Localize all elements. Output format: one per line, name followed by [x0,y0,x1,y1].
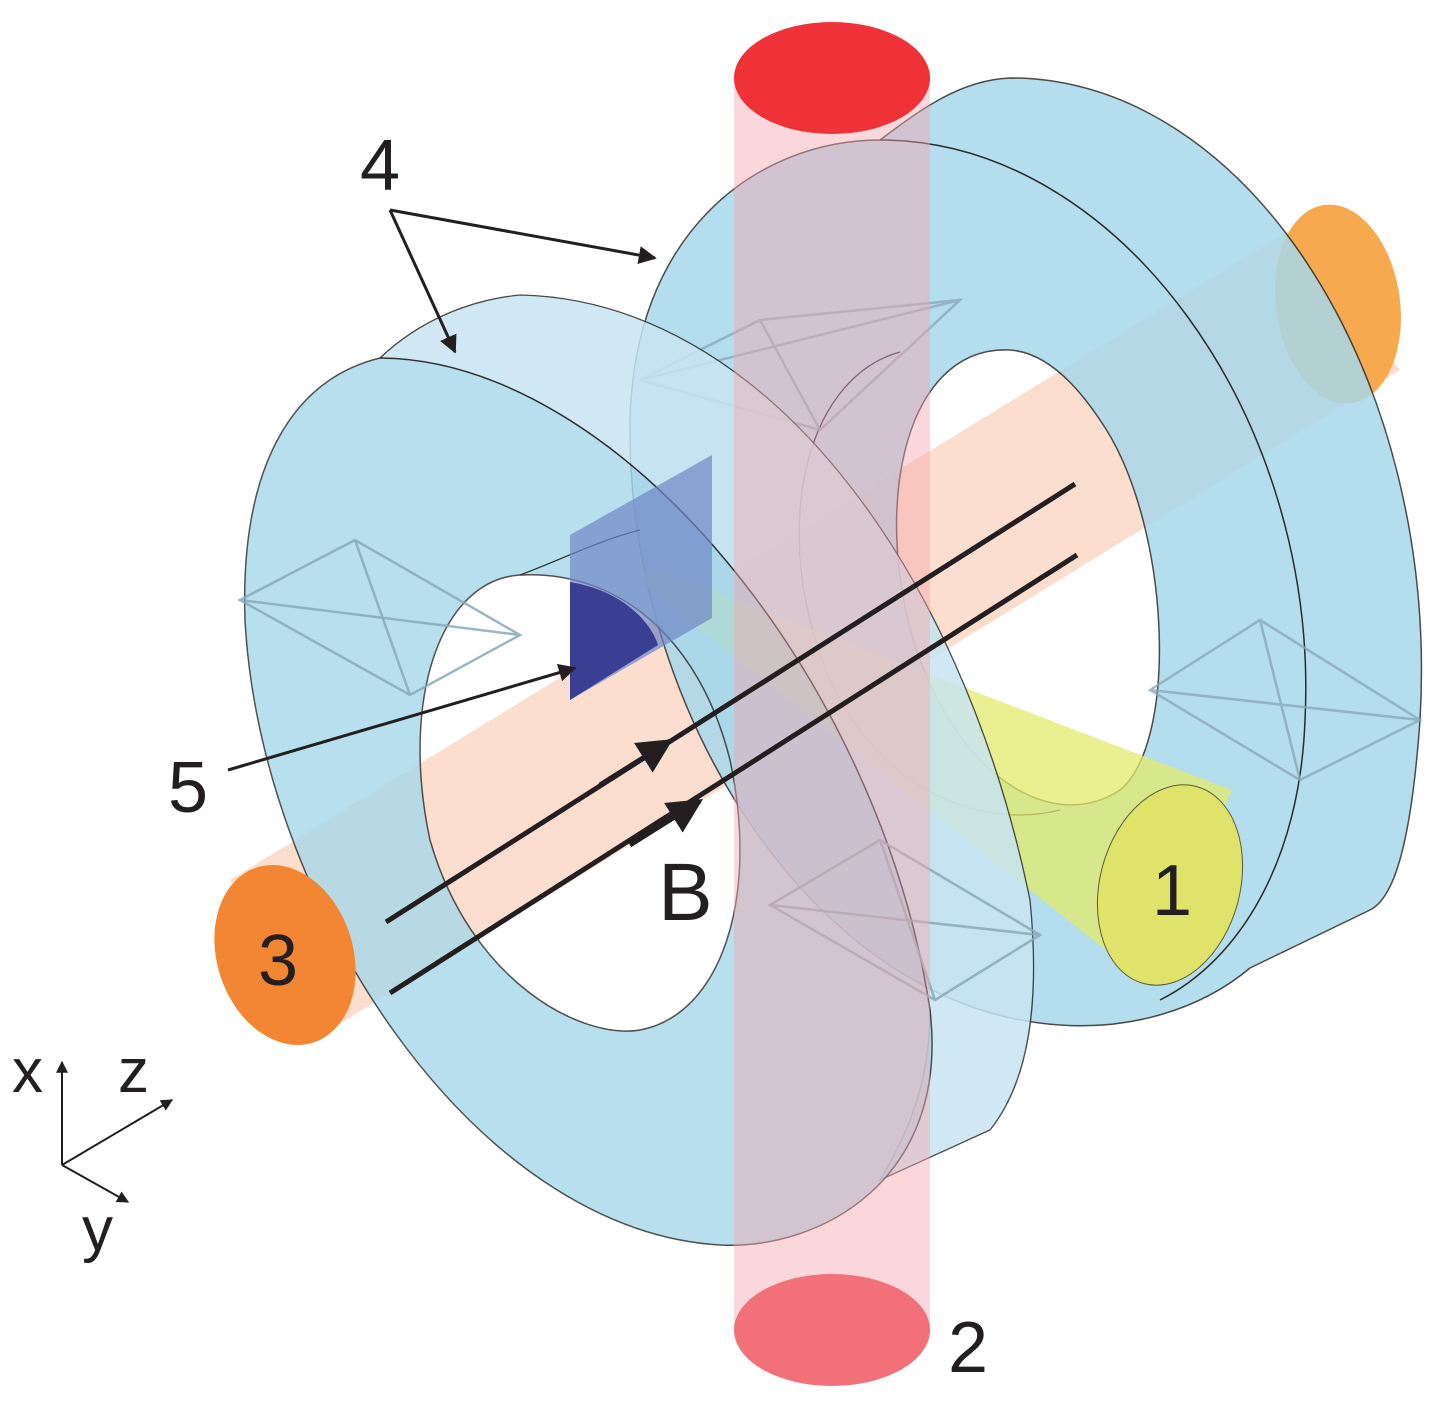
axis-x-label: x [12,1037,43,1106]
field-line-lower [388,552,1079,996]
coil-front-winding [237,538,1043,1002]
beam-3-cap-left [214,865,356,1045]
pointer-4-right [389,208,657,264]
beam-2-body [734,78,930,1330]
axis-z-label: z [118,1037,149,1106]
field-line-upper [384,481,1077,925]
field-arrow-lower [628,798,703,848]
label-4: 4 [360,126,400,206]
label-5: 5 [168,748,208,828]
label-1: 1 [1152,851,1192,931]
coil-back-front-rim [879,139,1307,1001]
label-b: B [658,847,713,938]
axes-indicator [56,1060,174,1203]
beam-2-cap-top [734,22,930,134]
label-3: 3 [258,921,298,1001]
beam-2-vertical [734,22,930,1386]
label-2: 2 [948,1308,988,1388]
axis-z-line [61,1099,174,1166]
label-pointers [227,208,657,772]
cone-end [1096,784,1244,986]
beam-2-cap-bottom [734,1274,930,1386]
mirror-dark-face [570,582,658,700]
pointer-4-left [388,209,457,354]
field-arrow-upper [598,738,673,788]
coil-front-body [243,357,933,1246]
axis-y-label: y [82,1195,113,1264]
coil-back-winding [636,298,1423,782]
coil-front [237,294,1043,1246]
mirror-5 [570,455,712,700]
field-lines [384,481,1079,996]
pointer-5 [227,663,577,772]
axis-y-line [61,1164,130,1203]
